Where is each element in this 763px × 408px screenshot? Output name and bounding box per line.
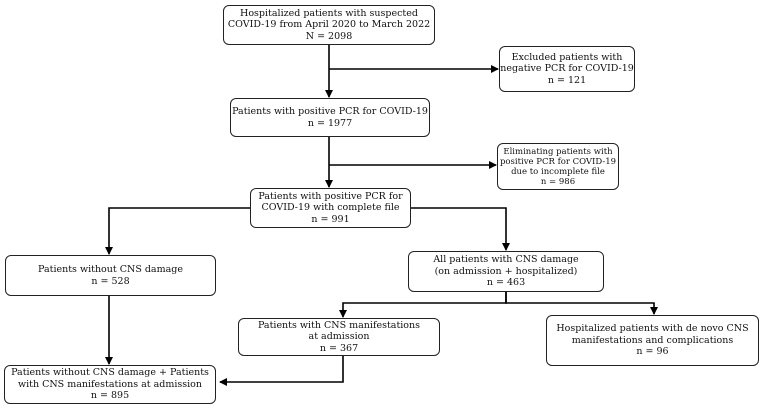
box-eliminated-incomplete-file: Eliminating patients with positive PCR f… [497,143,619,190]
box-eliminated-line-3: due to incomplete file [511,166,605,177]
box-excluded-line-1: Excluded patients with [511,51,623,63]
box-combined-line-1: Patients without CNS damage + Patients [11,367,209,379]
box-all-cns-line-2: (on admission + hospitalized) [434,265,578,277]
box-cns-at-admission: Patients with CNS manifestations at admi… [238,318,440,356]
box-admission-line-3: n = 367 [319,342,359,354]
box-complete-line-2: COVID-19 with complete file [261,202,400,214]
box-excluded-line-3: n = 121 [547,74,587,86]
box-de-novo-line-1: Hospitalized patients with de novo CNS [556,323,749,335]
box-complete-line-3: n = 991 [311,213,350,225]
box-de-novo-line-3: n = 96 [636,346,669,358]
box-without-cns-line-1: Patients without CNS damage [38,264,183,275]
box-combined-line-3: n = 895 [90,390,130,402]
box-positive-line-1: Patients with positive PCR for COVID-19 [232,106,428,117]
arrow-complete-to-without-cns [105,207,250,255]
box-complete-line-1: Patients with positive PCR for [258,190,403,202]
box-suspected-line-2: COVID-19 from April 2020 to March 2022 [227,19,431,31]
box-suspected-patients: Hospitalized patients with suspected COV… [223,5,435,45]
box-without-cns-line-2: n = 528 [91,275,130,287]
box-excluded-negative-pcr: Excluded patients with negative PCR for … [499,46,635,92]
box-admission-line-2: at admission [308,331,370,343]
arrow-complete-to-all-cns [411,207,510,251]
box-complete-file: Patients with positive PCR for COVID-19 … [250,188,411,228]
box-positive-line-2: n = 1977 [307,117,353,129]
box-positive-pcr: Patients with positive PCR for COVID-19 … [230,98,430,137]
box-combined-895: Patients without CNS damage + Patients w… [4,365,216,404]
box-suspected-line-1: Hospitalized patients with suspected [240,7,418,19]
box-eliminated-line-1: Eliminating patients with [503,146,613,157]
box-all-cns-line-1: All patients with CNS damage [433,254,579,266]
box-de-novo-line-2: manifestations and complications [571,334,734,346]
box-suspected-line-3: N = 2098 [305,30,353,42]
box-eliminated-line-4: n = 986 [540,176,576,187]
arrow-all-cns-to-de-novo [505,292,658,315]
arrow-admission-to-combined [219,356,344,386]
box-eliminated-line-2: positive PCR for COVID-19 [499,156,617,167]
box-combined-line-2: with CNS manifestations at admission [17,378,203,390]
arrow-all-cns-to-admission [339,292,507,318]
box-de-novo-cns: Hospitalized patients with de novo CNS m… [546,315,759,366]
box-admission-line-1: Patients with CNS manifestations [257,319,421,331]
box-excluded-line-2: negative PCR for COVID-19 [500,63,634,75]
box-all-cns-line-3: n = 463 [486,277,526,289]
box-all-cns-damage: All patients with CNS damage (on admissi… [408,251,604,292]
box-without-cns-damage: Patients without CNS damage n = 528 [5,255,216,296]
